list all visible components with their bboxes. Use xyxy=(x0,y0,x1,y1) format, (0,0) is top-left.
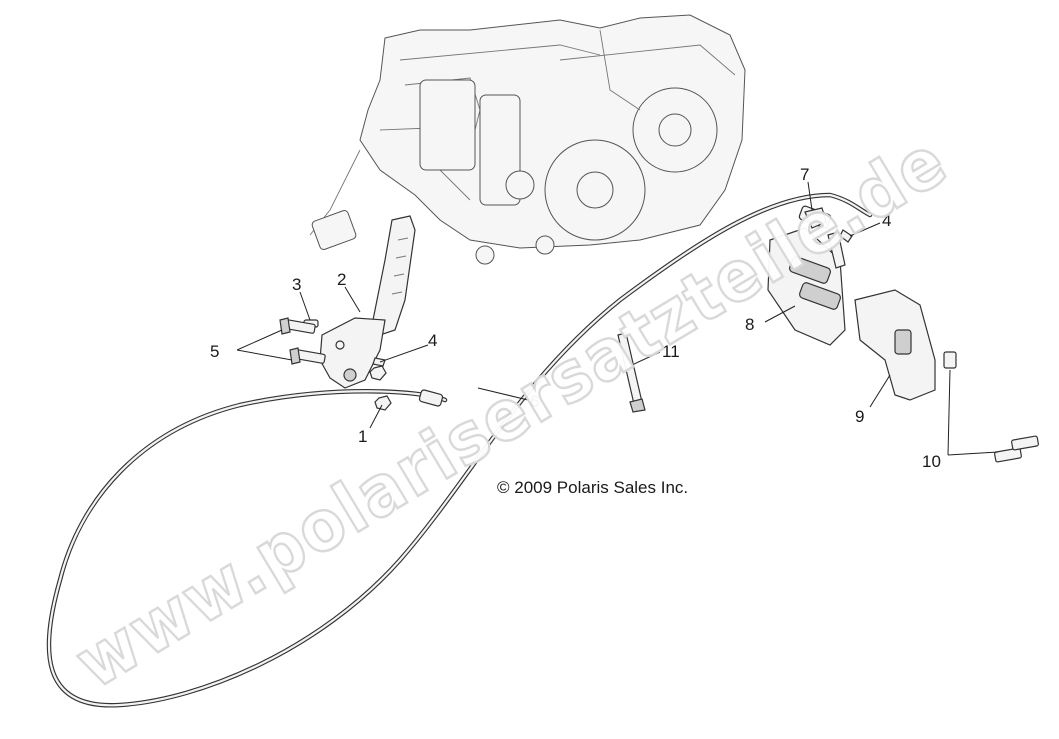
clip-part-4-right xyxy=(839,229,853,243)
callout-5: 5 xyxy=(210,342,219,361)
callout-10: 10 xyxy=(922,452,941,471)
clip-part-4-left xyxy=(372,357,386,367)
callout-8: 8 xyxy=(745,315,754,334)
engine-transmission-assembly xyxy=(309,14,746,265)
clip-part-7 xyxy=(804,207,827,229)
park-brake-lever-part-2 xyxy=(319,215,416,389)
callout-11: 11 xyxy=(662,342,680,361)
leader-lines xyxy=(236,181,999,456)
long-bolt-part-11 xyxy=(617,332,646,413)
callout-labels: 3 2 4 5 1 6 7 4 8 9 10 11 xyxy=(210,165,941,471)
copyright-text: © 2009 Polaris Sales Inc. xyxy=(497,478,688,497)
callout-9: 9 xyxy=(855,407,864,426)
callout-4-right: 4 xyxy=(882,211,891,230)
switch-assembly-part-8 xyxy=(767,227,846,346)
nut-part-1 xyxy=(369,365,392,411)
mounting-bracket-part-9 xyxy=(854,289,936,401)
callout-3: 3 xyxy=(292,275,301,294)
callout-1: 1 xyxy=(358,427,367,446)
callout-7: 7 xyxy=(800,165,809,184)
bolts-part-5 xyxy=(279,317,326,365)
callout-6: 6 xyxy=(530,392,539,411)
callout-2: 2 xyxy=(337,270,346,289)
bolts-part-10 xyxy=(943,351,1039,463)
callout-4-left: 4 xyxy=(428,331,437,350)
